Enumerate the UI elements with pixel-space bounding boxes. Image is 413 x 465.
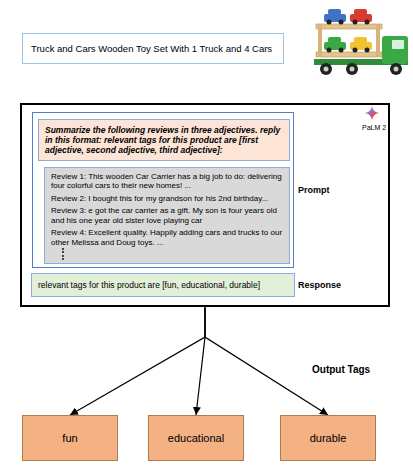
output-tag: fun [62, 432, 77, 445]
product-title: Truck and Cars Wooden Toy Set With 1 Tru… [31, 43, 275, 54]
output-caption: Output Tags [312, 364, 370, 375]
response-text: relevant tags for this product are [fun,… [38, 280, 288, 290]
product-title-box: Truck and Cars Wooden Toy Set With 1 Tru… [22, 33, 284, 64]
prompt-box: Summarize the following reviews in three… [38, 119, 290, 161]
llm-panel: PaLM 2 PromptResponse Summarize the follow… [20, 103, 390, 307]
ellipsis-dots [57, 247, 77, 261]
review-text: Review 2: I bought this for my grandson … [51, 194, 283, 203]
output-arrow [205, 307, 328, 415]
palm-logo [365, 106, 379, 120]
model-name: PaLM 2 [362, 124, 386, 132]
output-tag-box: durable [280, 415, 376, 461]
prompt-text: Summarize the following reviews in three… [45, 125, 283, 155]
section-label: Prompt [298, 185, 330, 196]
response-box: relevant tags for this product are [fun,… [31, 273, 295, 297]
output-tag: educational [168, 432, 224, 445]
output-arrow [196, 307, 205, 415]
toy-truck-illustration [314, 9, 408, 75]
review-text: Review 1: This wooden Car Carrier has a … [51, 172, 283, 191]
reviews-box: Review 1: This wooden Car Carrier has a … [44, 167, 290, 264]
section-label: Response [298, 280, 341, 291]
output-tag: durable [310, 432, 347, 445]
output-tag-box: fun [22, 415, 118, 461]
review-text: Review 3: e got the car carrier as a gif… [51, 206, 283, 225]
output-arrow [70, 307, 205, 415]
output-tag-box: educational [148, 415, 244, 461]
review-text: Review 4: Excellent quality. Happily add… [51, 228, 283, 247]
